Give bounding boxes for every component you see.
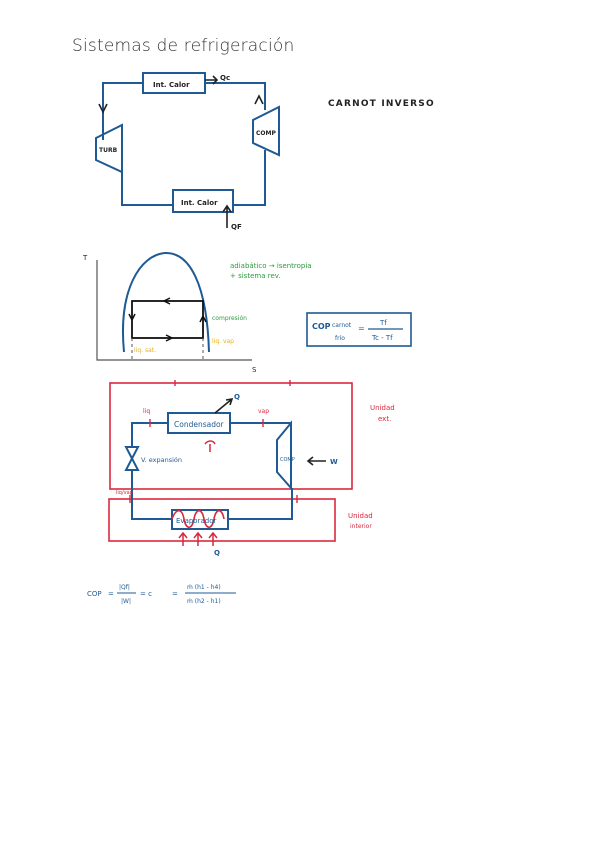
outdoor-unit-label-2: ext. [378,415,391,423]
unit-red-ticks [129,380,298,503]
cop-carnot-sub-1: carnot [332,322,352,329]
unit-compressor-shape [276,420,292,491]
ts-axes [96,260,252,361]
heat-in-arrows-icon [178,531,218,546]
formula-numerator-2: ṁ (h1 - h4) [187,584,221,591]
condenser-heat-mark [204,440,216,452]
formula-numerator: |Qf| [119,584,130,591]
formula-denominator-2: ṁ (h2 - h1) [187,598,221,605]
expansion-valve-icon [124,446,140,471]
compressor-label: COMP [256,130,276,137]
formula-lhs: COP [87,590,102,598]
formula-equals-1: = [108,590,114,598]
ts-arrow-bottom-icon [165,334,174,342]
vap-label: vap [258,408,269,415]
ts-diagram [96,251,252,361]
top-heat-exchanger-label: Int. Calor [153,81,190,89]
indoor-unit-label-1: Unidad [348,512,373,520]
bottom-heat-exchanger-label: Int. Calor [181,199,218,207]
s-axis-label: S [252,366,257,374]
arrow-qf-icon [222,204,232,228]
cop-carnot-equals: = [358,324,365,333]
ts-arrow-top-icon [162,297,171,305]
condenser-label: Condensador [174,420,225,429]
formula-denominator: |W| [121,598,131,605]
q-bottom-label: Q [214,549,220,557]
formula-equals-c: = c [140,590,152,598]
carnot-loop-line [102,82,266,206]
page-title: Sistemas de refrigeración [72,36,295,56]
ts-cycle-rectangle [131,300,204,339]
t-axis-label: T [82,254,88,262]
carnot-heading: CARNOT INVERSO [328,99,435,109]
q-out-arrow-icon [214,397,234,414]
liq-vap-label: liq. vap [212,338,234,345]
indoor-unit-label-2: interior [350,523,372,530]
arrow-up-right-icon [254,94,264,105]
ts-arrow-down-icon [128,313,136,322]
valve-label: V. expansión [141,456,182,464]
work-arrow-icon [306,456,326,466]
work-label: W [330,458,338,466]
carnot-cycle-diagram [95,72,280,213]
unit-circuit-line [131,422,293,520]
qc-label: Qc [220,74,230,82]
ts-arrow-up-icon [199,314,207,323]
compressor-shape [252,105,280,157]
ts-dashed-lines [131,338,204,360]
arrow-qc-icon [205,75,219,85]
qf-label: QF [231,223,242,231]
liq-sat-label: liq. sat. [134,347,156,354]
cop-carnot-numerator: Tf [379,319,387,327]
q-top-label: Q [234,393,240,401]
green-note-1: adiabático → isentropía [230,262,312,270]
unit-compressor-label: COMP [280,457,295,463]
cop-formula: COP = |Qf| |W| = c = ṁ (h1 - h4) ṁ (h2 -… [87,584,236,605]
liq-label: liq [143,408,150,415]
cop-carnot-frame [306,312,412,347]
refrigeration-unit-diagram [108,380,353,546]
green-note-2: + sistema rev. [230,272,281,280]
evaporator-coil [171,509,225,529]
liq-vap-label: liq/vap [116,490,133,496]
formula-equals-2: = [172,590,178,598]
cop-carnot-sub-2: frío [335,335,345,342]
evaporator-label: Evaporador [176,517,216,525]
cop-carnot-denominator: Tc - Tf [371,334,393,342]
compression-label: compresión [212,315,247,322]
indoor-unit-box [108,498,336,542]
cop-carnot-label: COP [312,322,331,331]
turbine-label: TURB [99,147,118,154]
bottom-heat-exchanger-box [172,189,234,213]
cop-carnot-box: COP carnot frío = Tf Tc - Tf [306,312,412,347]
outdoor-unit-box [109,382,353,490]
outdoor-unit-label-1: Unidad [370,404,395,412]
arrow-down-left-icon [98,103,108,114]
